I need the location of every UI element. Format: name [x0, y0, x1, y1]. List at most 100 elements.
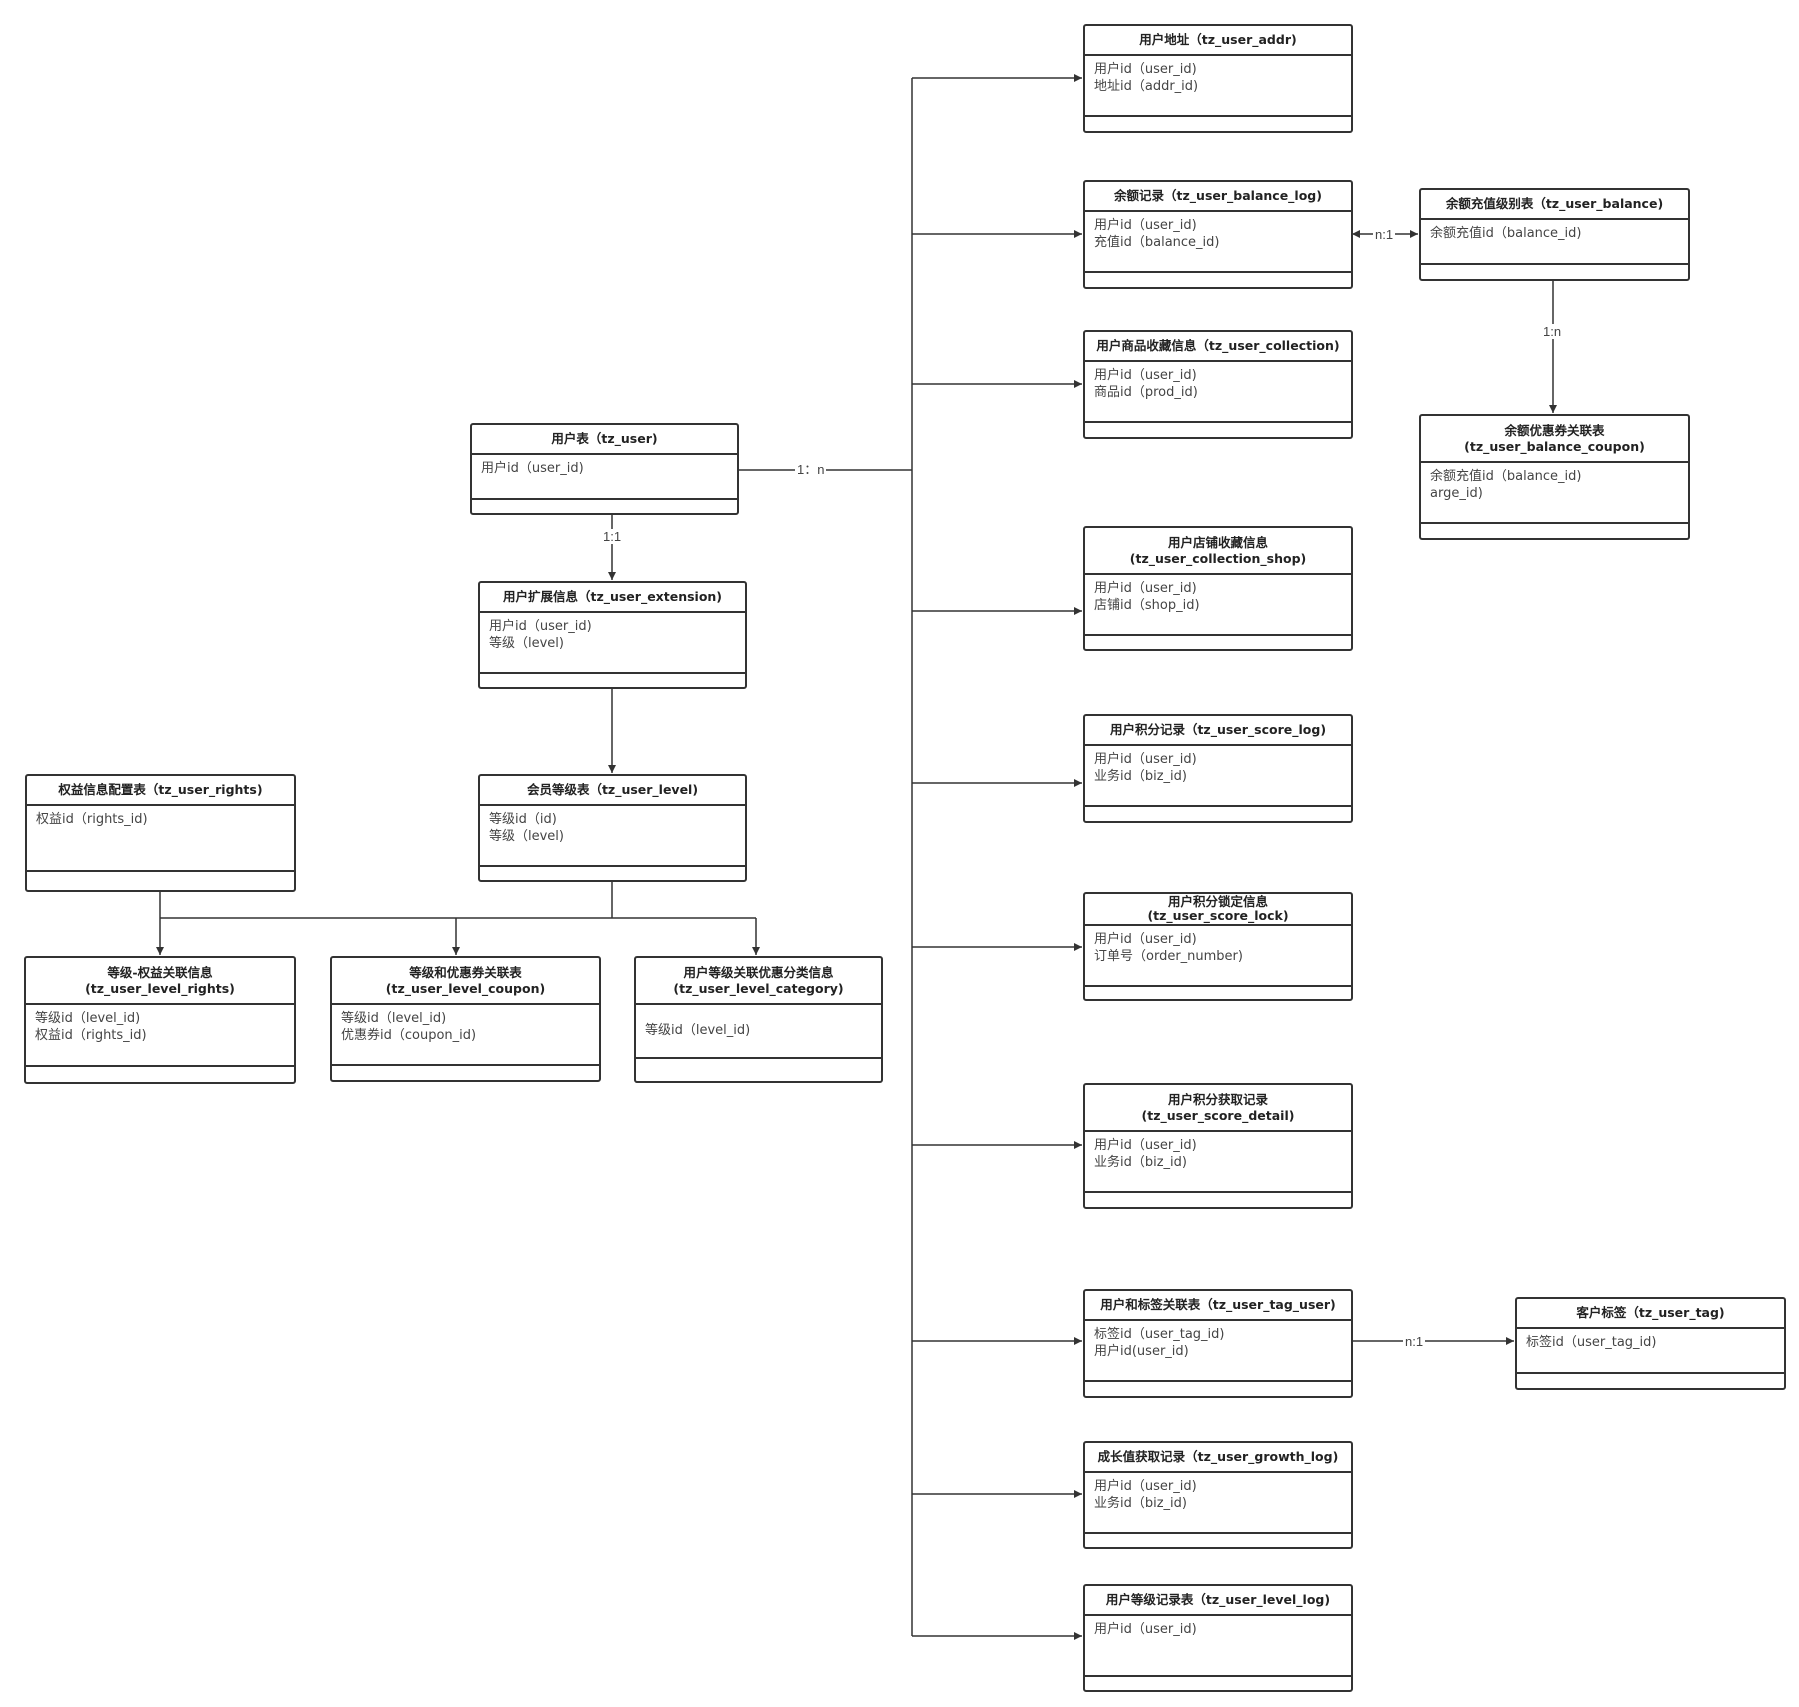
table-fields: 用户id（user_id) 等级（level) — [480, 613, 745, 674]
table-title: 等级-权益关联信息 (tz_user_level_rights) — [26, 958, 294, 1005]
table-tz-user-extension[interactable]: 用户扩展信息（tz_user_extension) 用户id（user_id) … — [478, 581, 747, 689]
table-title-line: 余额记录（tz_user_balance_log) — [1114, 188, 1322, 203]
table-title-line: (tz_user_level_rights) — [85, 980, 235, 996]
table-footer — [472, 500, 737, 513]
field-user-id: 用户id（user_id) — [1094, 218, 1197, 233]
table-footer — [1085, 987, 1351, 999]
field-level-id: 等级id（level_id) — [341, 1011, 447, 1026]
table-title: 用户店铺收藏信息 (tz_user_collection_shop) — [1085, 528, 1351, 575]
table-title-line: (tz_user_collection_shop) — [1129, 550, 1307, 566]
table-fields: 用户id（user_id) 业务id（biz_id) — [1085, 746, 1351, 807]
table-title-line: 用户商品收藏信息（tz_user_collection) — [1096, 338, 1340, 353]
table-tz-user-balance-log[interactable]: 余额记录（tz_user_balance_log) 用户id（user_id) … — [1083, 180, 1353, 289]
field-rights-id: 权益id（rights_id) — [36, 812, 148, 827]
table-footer — [1085, 1193, 1351, 1207]
table-footer — [26, 1067, 294, 1082]
table-fields: 用户id（user_id) — [1085, 1616, 1351, 1677]
field-biz-id: 业务id（biz_id) — [1094, 1154, 1187, 1170]
table-tz-user-collection[interactable]: 用户商品收藏信息（tz_user_collection) 用户id（user_i… — [1083, 330, 1353, 439]
table-title: 用户扩展信息（tz_user_extension) — [480, 583, 745, 613]
field-user-id: 用户id（user_id) — [1094, 932, 1197, 947]
table-title-line: 会员等级表（tz_user_level) — [526, 782, 699, 797]
table-footer — [1085, 273, 1351, 287]
field-user-id: 用户id（user_id) — [1094, 581, 1197, 596]
table-title: 余额优惠券关联表 (tz_user_balance_coupon) — [1421, 416, 1688, 463]
table-footer — [1085, 423, 1351, 437]
table-title-line: 用户等级记录表（tz_user_level_log) — [1105, 1592, 1331, 1607]
table-footer — [1421, 265, 1688, 279]
field-user-id: 用户id（user_id) — [489, 619, 592, 634]
table-fields: 用户id（user_id) 业务id（biz_id) — [1085, 1132, 1351, 1193]
field-level: 等级（level) — [489, 828, 564, 844]
table-tz-user-score-lock[interactable]: 用户积分锁定信息 (tz_user_score_lock) 用户id（user_… — [1083, 892, 1353, 1001]
table-title-line: (tz_user_score_detail) — [1141, 1107, 1295, 1123]
field-user-id: 用户id（user_id) — [1094, 752, 1197, 767]
field-user-tag-id: 标签id（user_tag_id) — [1094, 1327, 1225, 1342]
table-title: 用户表（tz_user) — [472, 425, 737, 455]
table-title: 权益信息配置表（tz_user_rights) — [27, 776, 294, 806]
table-footer — [1085, 1534, 1351, 1547]
table-title-line: (tz_user_balance_coupon) — [1464, 438, 1645, 454]
field-user-id: 用户id（user_id) — [1094, 1622, 1197, 1637]
table-fields: 等级id（id) 等级（level) — [480, 806, 745, 867]
table-tz-user-collection-shop[interactable]: 用户店铺收藏信息 (tz_user_collection_shop) 用户id（… — [1083, 526, 1353, 651]
table-footer — [480, 867, 745, 880]
field-rights-id: 权益id（rights_id) — [35, 1027, 147, 1043]
table-title: 成长值获取记录（tz_user_growth_log) — [1085, 1443, 1351, 1473]
field-level-id: 等级id（level_id) — [645, 1022, 751, 1038]
table-footer — [332, 1066, 599, 1080]
table-footer — [1085, 636, 1351, 649]
table-title: 用户等级记录表（tz_user_level_log) — [1085, 1586, 1351, 1616]
table-title-line: 用户店铺收藏信息 — [1167, 534, 1268, 550]
table-tz-user-balance[interactable]: 余额充值级别表（tz_user_balance) 余额充值id（balance_… — [1419, 188, 1690, 281]
table-title-line: 用户积分锁定信息 — [1167, 894, 1268, 909]
field-user-id: 用户id（user_id) — [1094, 1479, 1197, 1494]
table-tz-user-score-detail[interactable]: 用户积分获取记录 (tz_user_score_detail) 用户id（use… — [1083, 1083, 1353, 1209]
table-tz-user[interactable]: 用户表（tz_user) 用户id（user_id) — [470, 423, 739, 515]
table-title-line: 权益信息配置表（tz_user_rights) — [58, 782, 263, 797]
table-title-line: 余额充值级别表（tz_user_balance) — [1445, 196, 1664, 211]
table-tz-user-level-coupon[interactable]: 等级和优惠券关联表 (tz_user_level_coupon) 等级id（le… — [330, 956, 601, 1082]
table-fields: 用户id（user_id) 充值id（balance_id) — [1085, 212, 1351, 273]
field-shop-id: 店铺id（shop_id) — [1094, 597, 1200, 613]
field-id: 等级id（id) — [489, 812, 557, 827]
table-title: 余额充值级别表（tz_user_balance) — [1421, 190, 1688, 220]
table-tz-user-tag-user[interactable]: 用户和标签关联表（tz_user_tag_user) 标签id（user_tag… — [1083, 1289, 1353, 1398]
table-title-line: 用户地址（tz_user_addr) — [1139, 32, 1297, 47]
table-fields: 用户id（user_id) 地址id（addr_id) — [1085, 56, 1351, 117]
table-footer — [1085, 1677, 1351, 1690]
table-title-line: 余额优惠券关联表 — [1504, 422, 1605, 438]
table-title: 用户积分记录（tz_user_score_log) — [1085, 716, 1351, 746]
table-title: 等级和优惠券关联表 (tz_user_level_coupon) — [332, 958, 599, 1005]
table-title: 会员等级表（tz_user_level) — [480, 776, 745, 806]
table-tz-user-tag[interactable]: 客户标签（tz_user_tag) 标签id（user_tag_id) — [1515, 1297, 1786, 1390]
table-title: 用户和标签关联表（tz_user_tag_user) — [1085, 1291, 1351, 1321]
field-arge-id: arge_id) — [1430, 485, 1483, 501]
field-coupon-id: 优惠券id（coupon_id) — [341, 1027, 477, 1043]
relation-label-tag-user-tag: n:1 — [1403, 1334, 1426, 1349]
table-title: 客户标签（tz_user_tag) — [1517, 1299, 1784, 1329]
table-tz-user-balance-coupon[interactable]: 余额优惠券关联表 (tz_user_balance_coupon) 余额充值id… — [1419, 414, 1690, 540]
table-tz-user-level-log[interactable]: 用户等级记录表（tz_user_level_log) 用户id（user_id) — [1083, 1584, 1353, 1692]
table-tz-user-score-log[interactable]: 用户积分记录（tz_user_score_log) 用户id（user_id) … — [1083, 714, 1353, 823]
field-user-id: 用户id(user_id) — [1094, 1343, 1189, 1359]
table-tz-user-addr[interactable]: 用户地址（tz_user_addr) 用户id（user_id) 地址id（ad… — [1083, 24, 1353, 133]
table-title-line: 用户等级关联优惠分类信息 — [683, 964, 834, 980]
table-fields: 用户id（user_id) 店铺id（shop_id) — [1085, 575, 1351, 636]
table-title: 余额记录（tz_user_balance_log) — [1085, 182, 1351, 212]
field-balance-id: 余额充值id（balance_id) — [1430, 469, 1582, 484]
table-title: 用户积分获取记录 (tz_user_score_detail) — [1085, 1085, 1351, 1132]
table-tz-user-growth-log[interactable]: 成长值获取记录（tz_user_growth_log) 用户id（user_id… — [1083, 1441, 1353, 1549]
table-fields: 等级id（level_id) 优惠券id（coupon_id) — [332, 1005, 599, 1066]
table-tz-user-level-rights[interactable]: 等级-权益关联信息 (tz_user_level_rights) 等级id（le… — [24, 956, 296, 1084]
field-balance-id: 余额充值id（balance_id) — [1430, 226, 1582, 241]
table-title-line: 等级和优惠券关联表 — [409, 964, 522, 980]
table-tz-user-level-category[interactable]: 用户等级关联优惠分类信息 (tz_user_level_category) 等级… — [634, 956, 883, 1083]
table-fields: 用户id（user_id) 商品id（prod_id) — [1085, 362, 1351, 423]
field-level-id: 等级id（level_id) — [35, 1011, 141, 1026]
table-tz-user-rights[interactable]: 权益信息配置表（tz_user_rights) 权益id（rights_id) — [25, 774, 296, 892]
table-tz-user-level[interactable]: 会员等级表（tz_user_level) 等级id（id) 等级（level) — [478, 774, 747, 882]
field-order-number: 订单号（order_number) — [1094, 948, 1243, 964]
table-title-line: 成长值获取记录（tz_user_growth_log) — [1097, 1449, 1339, 1464]
